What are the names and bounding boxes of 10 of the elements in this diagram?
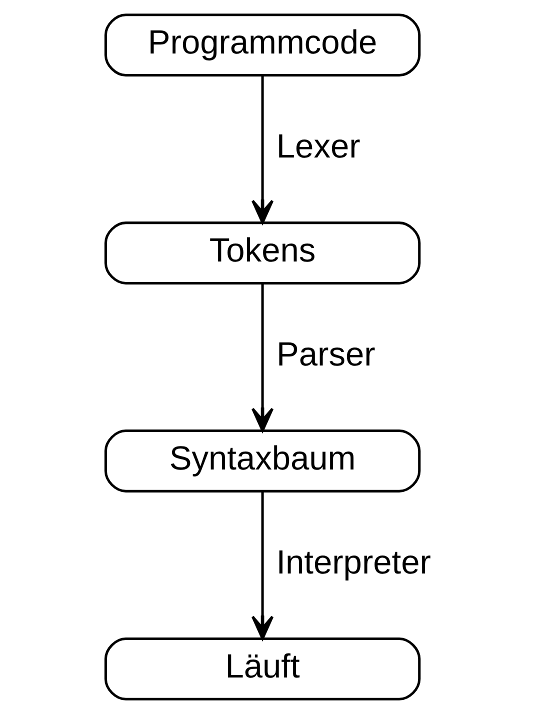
node-box: Läuft bbox=[104, 638, 421, 700]
edge-label: Lexer bbox=[276, 128, 360, 166]
edge-label: Interpreter bbox=[276, 544, 431, 582]
arrow bbox=[251, 76, 274, 224]
node-box: Programmcode bbox=[104, 14, 421, 76]
node-box: Tokens bbox=[104, 222, 421, 284]
arrow bbox=[251, 492, 274, 640]
edge-label: Parser bbox=[276, 336, 376, 374]
node-box: Syntaxbaum bbox=[104, 430, 421, 492]
arrow bbox=[251, 284, 274, 432]
